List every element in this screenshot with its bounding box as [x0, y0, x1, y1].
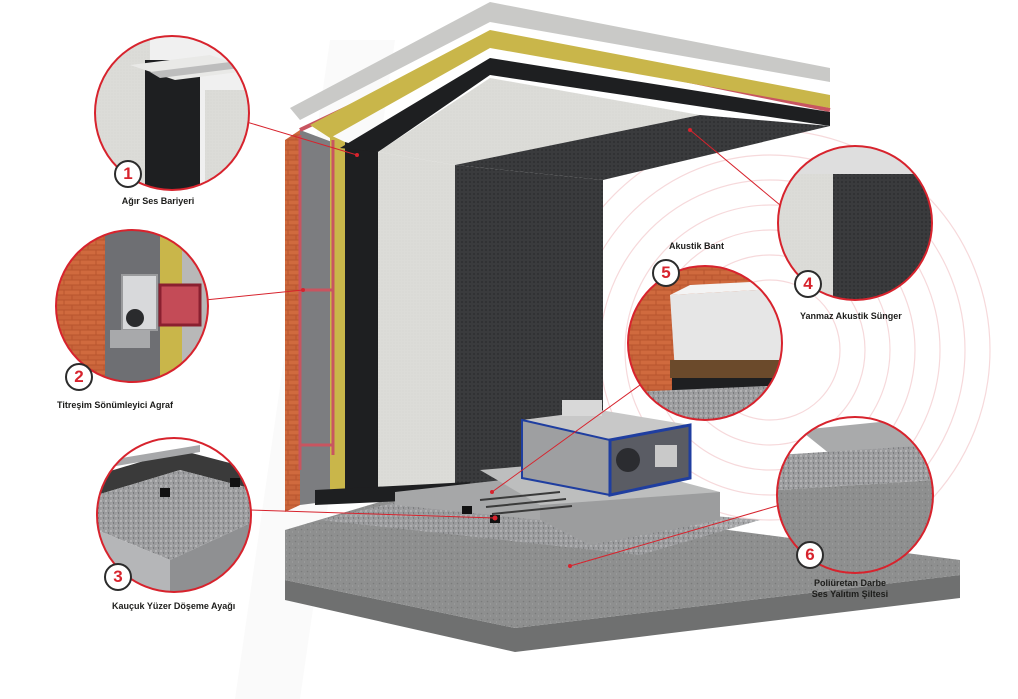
ceiling-plasterboard: [378, 78, 700, 165]
callout-number-2: 2: [65, 363, 93, 391]
ceiling-slab-top: [290, 2, 830, 120]
callout-number-1: 1: [114, 160, 142, 188]
hvac-unit: [521, 400, 692, 497]
ceiling-insulation: [310, 30, 830, 138]
outer-brick-wall: [285, 130, 300, 512]
callout-label-2: Titreşim Sönümleyici Agraf: [57, 400, 174, 410]
heavy-barrier-layer: [345, 142, 378, 498]
plasterboard-wall: [378, 152, 455, 493]
callout-label-4: Yanmaz Akustik Sünger: [800, 311, 902, 321]
callout-label-5: Akustik Bant: [669, 241, 725, 251]
callout-number-6: 6: [796, 541, 824, 569]
callout-number-text: 2: [74, 367, 84, 386]
callout-number-text: 1: [123, 164, 133, 183]
callout-label-1: Ağır Ses Bariyeri: [121, 196, 195, 206]
callout-label-6-line2: Ses Yalıtım Şiltesi: [811, 589, 889, 599]
callout-label-6: Poliüretan Darbe Ses Yalıtım Şiltesi: [800, 578, 900, 600]
callout-label-3: Kauçuk Yüzer Döşeme Ayağı: [112, 601, 236, 611]
callout-label-6-line1: Poliüretan Darbe: [813, 578, 887, 588]
floating-floor-step-2: [540, 492, 720, 545]
floor-slab-front: [285, 575, 960, 652]
leader-endpoints: [301, 128, 692, 568]
detail-circle-5: [627, 265, 783, 421]
callout-number-3: 3: [104, 563, 132, 591]
rubber-mount: [462, 506, 472, 514]
ceiling-barrier: [340, 58, 830, 152]
callout-number-text: 5: [661, 263, 671, 282]
ceiling-acoustic-foam: [455, 115, 830, 180]
callout-number-5: 5: [652, 259, 680, 287]
detail-circle-3: [96, 437, 252, 593]
floor-rails: [479, 491, 573, 515]
callout-number-4: 4: [794, 270, 822, 298]
leader-lines: [204, 119, 781, 567]
callout-number-text: 3: [113, 567, 123, 586]
callout-number-text: 4: [803, 274, 813, 293]
room-cutaway: [285, 2, 960, 652]
callout-number-text: 6: [805, 545, 815, 564]
